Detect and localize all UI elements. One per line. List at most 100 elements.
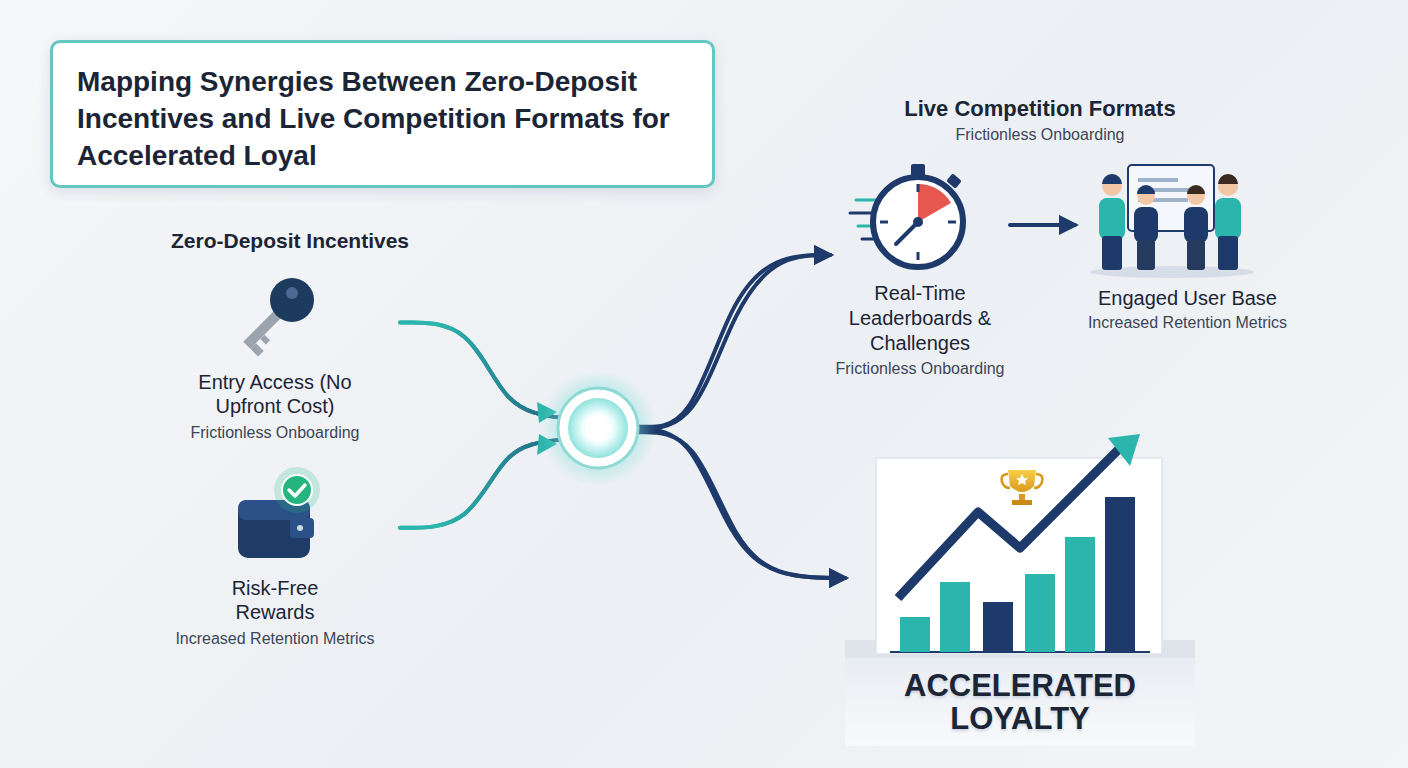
flow-connector	[400, 432, 845, 578]
team-illustration-part	[1218, 174, 1238, 184]
incentive-node: Entry Access (No Upfront Cost) Frictionle…	[150, 270, 400, 445]
node-title: ACCELERATED LOYALTY	[860, 669, 1180, 735]
key-icon-part	[261, 269, 323, 331]
incentive-node: Risk-Free RewardsIncreased Retention Met…	[150, 470, 400, 645]
growth-chart-part	[890, 651, 1150, 653]
competition-node: Real-Time Leaderboards & ChallengesFrict…	[830, 160, 1010, 380]
key-icon-part	[243, 308, 284, 349]
stopwatch-icon	[850, 164, 963, 267]
node-title: Engaged User Base	[1075, 286, 1300, 310]
diagram-title: Mapping Synergies Between Zero-Deposit I…	[77, 63, 694, 174]
hub-circle-part	[537, 434, 557, 455]
growth-chart-part	[845, 640, 1195, 660]
wallet-icon-part	[289, 485, 305, 496]
team-illustration-part	[1128, 165, 1214, 231]
stopwatch-icon-part	[911, 164, 925, 178]
stopwatch-icon-part	[850, 212, 876, 215]
team-illustration-part	[1137, 185, 1155, 194]
loyalty-chart-node: ACCELERATED LOYALTY	[845, 455, 1195, 745]
section-heading: Live Competition Formats	[880, 96, 1200, 122]
team-illustration-part	[1099, 198, 1125, 240]
flow-connector	[400, 255, 830, 427]
team-illustration-part	[1102, 176, 1122, 196]
title-box: Mapping Synergies Between Zero-Deposit I…	[50, 40, 715, 188]
team-illustration-part	[1137, 187, 1155, 205]
team-illustration-part	[1138, 198, 1188, 202]
connector-group	[400, 225, 1075, 578]
growth-chart-part	[876, 458, 1162, 654]
node-title: Entry Access (No Upfront Cost)	[193, 370, 358, 418]
growth-chart-part	[983, 602, 1013, 652]
stopwatch-icon-part	[856, 199, 880, 202]
growth-chart-part	[845, 658, 1195, 746]
team-illustration-part	[1090, 266, 1254, 278]
team-illustration	[1090, 165, 1254, 278]
wallet-icon-part	[290, 518, 314, 538]
growth-chart	[845, 434, 1195, 746]
growth-chart-part	[900, 617, 930, 652]
growth-chart-part	[1016, 474, 1028, 485]
wallet-icon-part	[297, 525, 303, 531]
stopwatch-icon-part	[896, 222, 918, 244]
key-icon-part	[260, 335, 270, 345]
node-subtitle: Increased Retention Metrics	[150, 629, 400, 649]
stopwatch-icon-part	[918, 184, 951, 222]
stopwatch-icon-part	[858, 225, 876, 228]
wallet-icon-part	[238, 500, 310, 520]
team-illustration-part	[1102, 236, 1122, 270]
key-icon	[231, 269, 323, 361]
node-subtitle: Frictionless Onboarding	[150, 423, 400, 443]
growth-chart-part	[940, 582, 970, 652]
team-illustration-part	[1218, 176, 1238, 196]
team-illustration-part	[1102, 174, 1122, 184]
team-illustration-part	[1187, 187, 1205, 205]
team-illustration-part	[1138, 188, 1198, 192]
flow-connector	[1010, 223, 1075, 227]
stopwatch-icon-part	[913, 217, 923, 227]
growth-chart-part	[1012, 500, 1032, 505]
node-subtitle: Increased Retention Metrics	[1068, 313, 1308, 333]
growth-chart-part	[1065, 537, 1095, 652]
stopwatch-icon-part	[873, 177, 963, 267]
team-illustration-part	[1138, 178, 1178, 182]
stopwatch-icon-part	[862, 238, 878, 241]
node-title: Risk-Free Rewards	[215, 576, 335, 624]
wallet-icon-part	[274, 467, 320, 513]
node-title: Real-Time Leaderboards & Challenges	[840, 281, 1000, 356]
stopwatch-icon-part	[917, 184, 920, 192]
hub-circle	[537, 370, 656, 486]
key-icon-part	[250, 343, 263, 356]
outcome-node: Engaged User BaseIncreased Retention Met…	[1075, 160, 1300, 335]
hub-circle-part	[585, 415, 611, 441]
key-icon-part	[284, 284, 301, 301]
growth-chart-part	[898, 448, 1120, 598]
team-illustration-part	[1187, 240, 1205, 270]
team-illustration-part	[1137, 240, 1155, 270]
hub-circle-part	[540, 370, 656, 486]
stopwatch-icon-part	[917, 252, 920, 260]
growth-chart-part	[1019, 494, 1025, 500]
team-illustration-part	[1218, 236, 1238, 270]
flow-connector	[400, 255, 830, 528]
team-illustration-part	[1215, 198, 1241, 240]
growth-chart-part	[1108, 434, 1140, 466]
hub-circle-part	[568, 398, 628, 458]
team-illustration-part	[1184, 207, 1208, 243]
hub-circle-part	[537, 402, 557, 423]
stopwatch-icon-part	[880, 221, 888, 224]
stopwatch-icon-part	[946, 173, 962, 188]
team-illustration-part	[1134, 207, 1158, 243]
flow-connector	[400, 322, 845, 578]
growth-chart-part	[1034, 474, 1042, 488]
stopwatch-icon-part	[948, 221, 956, 224]
wallet-icon	[238, 467, 320, 558]
hub-circle-part	[558, 388, 638, 468]
growth-chart-part	[1002, 474, 1010, 488]
section-heading: Zero-Deposit Incentives	[140, 229, 440, 253]
team-illustration-part	[1187, 185, 1205, 194]
wallet-icon-part	[238, 500, 310, 558]
growth-chart-part	[1105, 497, 1135, 652]
wallet-icon-part	[282, 475, 312, 505]
section-subtitle: Frictionless Onboarding	[880, 126, 1200, 144]
